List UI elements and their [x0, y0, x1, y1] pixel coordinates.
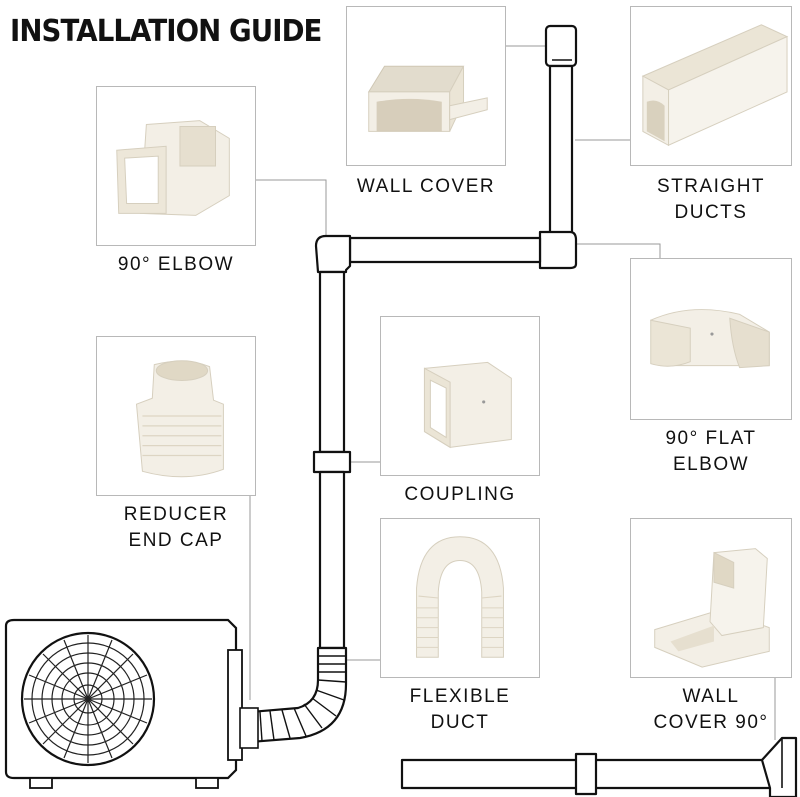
label-wall-cover-90: WALL COVER 90° [653, 686, 769, 733]
reducer-end-cap-image [135, 360, 224, 478]
card-wall-cover [346, 6, 506, 166]
label-reducer-end-cap: REDUCER END CAP [123, 504, 229, 551]
leader-flat-elbow [575, 243, 661, 258]
right-elbow [538, 230, 578, 270]
bottom-coupling [574, 752, 598, 796]
leader-lines [249, 45, 776, 740]
card-coupling [380, 316, 540, 476]
wall-cover-90-image [654, 548, 770, 668]
elbow-90-image [116, 120, 230, 216]
label-flexible-duct: FLEXIBLE DUCT [409, 686, 511, 733]
vertical-main-duct [318, 270, 346, 454]
label-straight-ducts: STRAIGHT DUCTS [656, 176, 766, 223]
coupling-joint [312, 450, 352, 474]
label-coupling: COUPLING [404, 484, 516, 505]
flexible-duct-image [416, 536, 504, 658]
label-flat-elbow-90: 90° FLAT ELBOW [665, 428, 757, 475]
outdoor-ac-unit [4, 618, 259, 789]
left-elbow [314, 234, 352, 274]
page-title: INSTALLATION GUIDE [10, 14, 322, 49]
leader-elbow-90 [256, 179, 327, 240]
horizontal-duct [348, 236, 542, 264]
straight-ducts-image [641, 24, 789, 147]
card-wall-cover-90 [630, 518, 792, 678]
card-elbow-90 [96, 86, 256, 246]
flat-elbow-90-image [650, 309, 770, 369]
card-flat-elbow-90 [630, 258, 792, 420]
fan-grille-icon [24, 635, 152, 763]
wall-cover-image [367, 65, 488, 132]
card-reducer-end-cap [96, 336, 256, 496]
duct-run [248, 24, 798, 797]
vertical-duct-right [548, 64, 574, 240]
card-flexible-duct [380, 518, 540, 678]
vertical-main-duct-lower [318, 470, 346, 650]
label-elbow-90: 90° ELBOW [117, 254, 235, 275]
label-wall-cover: WALL COVER [356, 176, 496, 197]
card-straight-ducts [630, 6, 792, 166]
coupling-image [423, 361, 512, 449]
